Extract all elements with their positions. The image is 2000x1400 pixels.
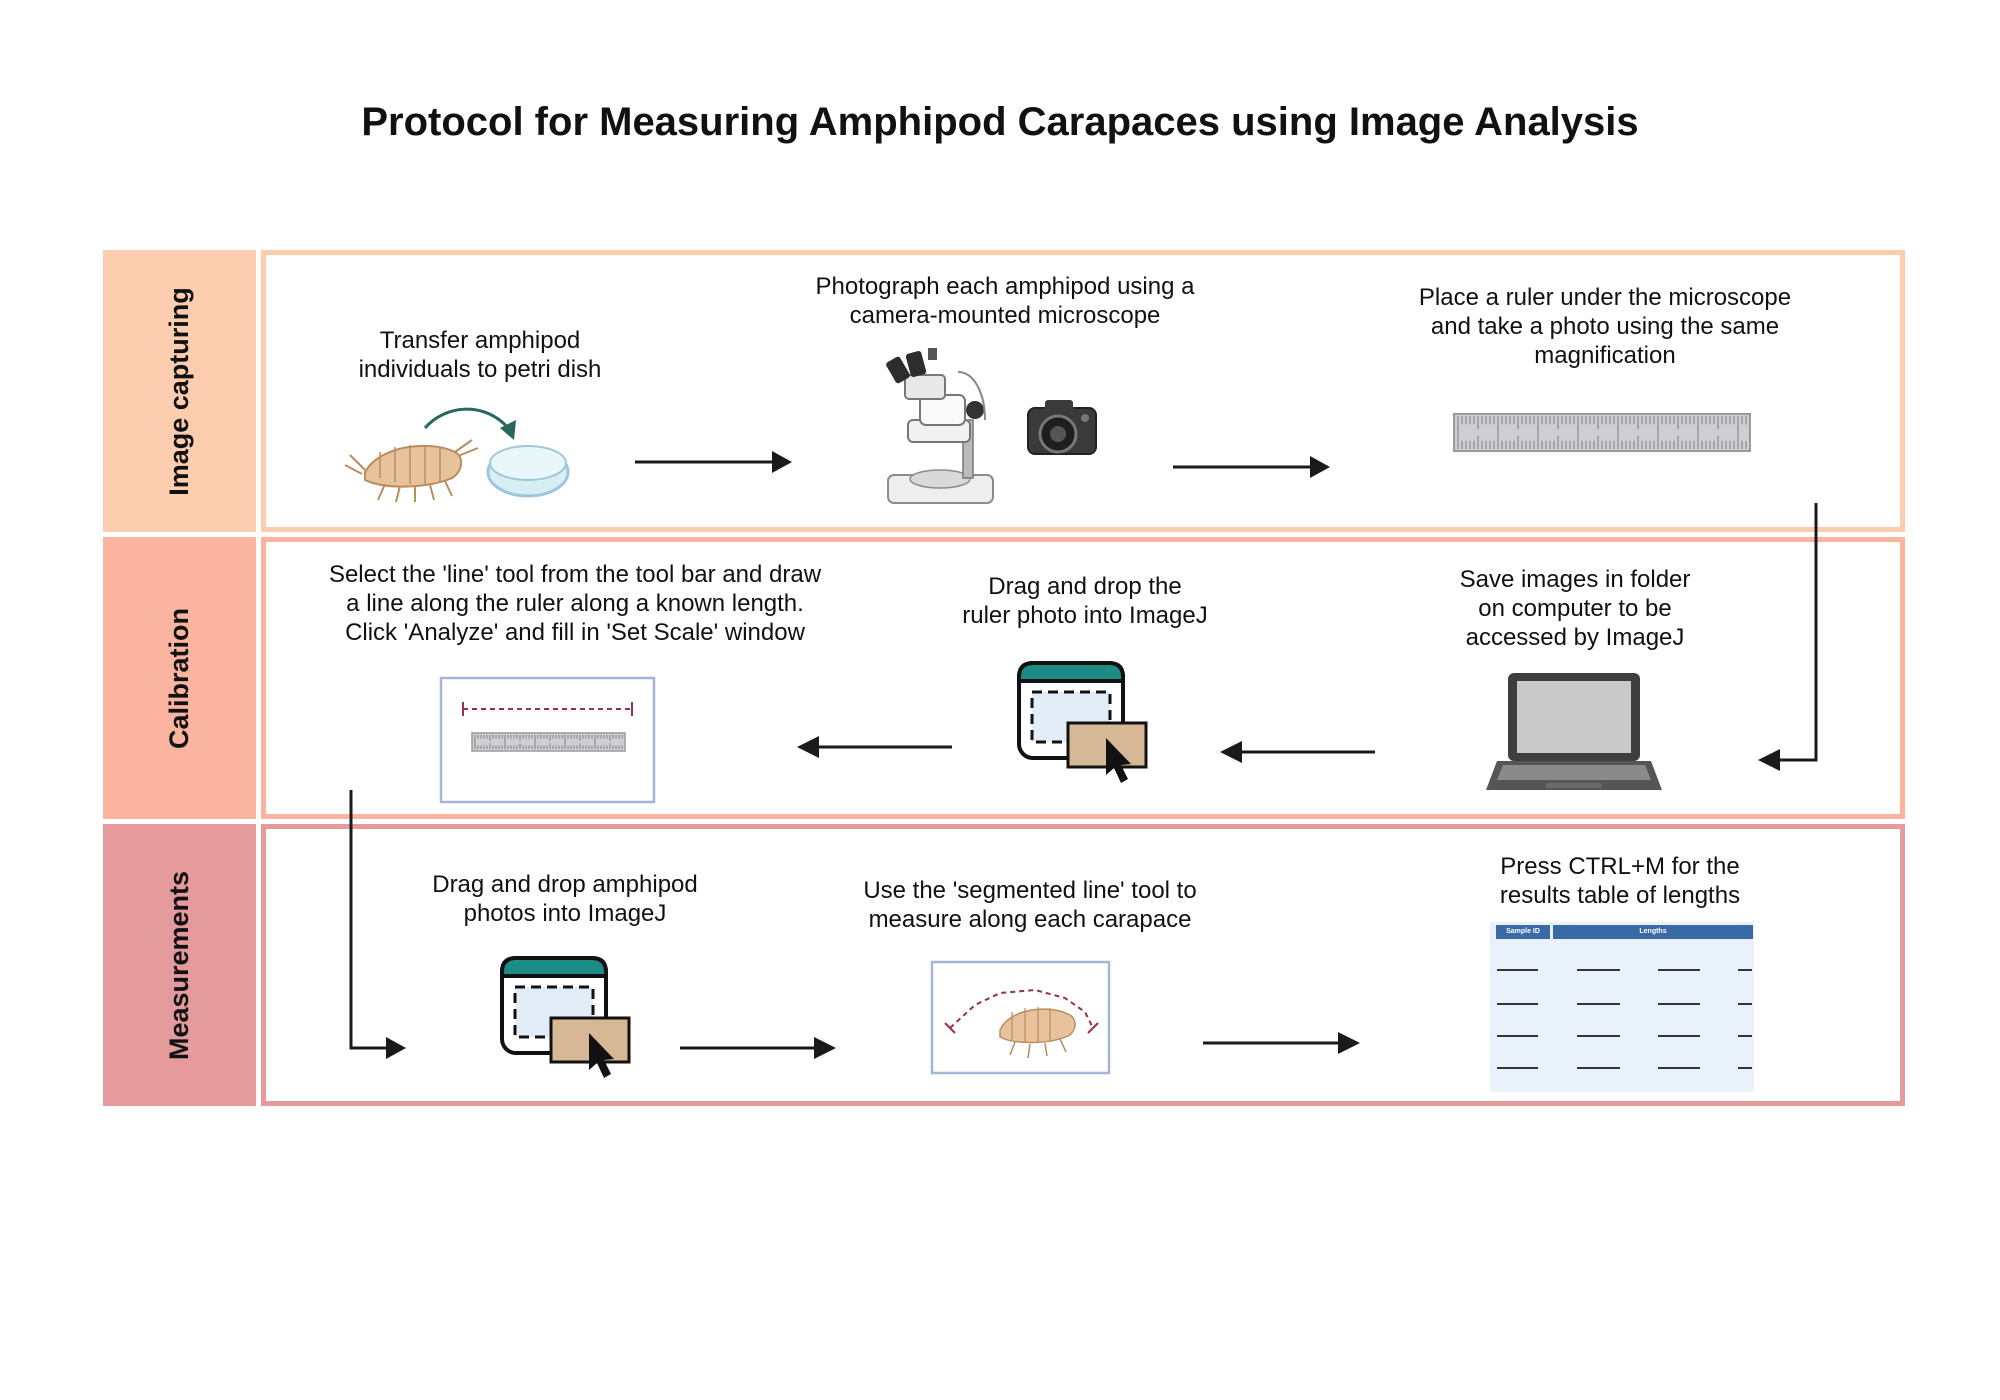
arrow-elbow-down-right [349, 790, 406, 1059]
step-transfer-text: Transfer amphipod individuals to petri d… [358, 327, 602, 383]
arrow-right [1173, 456, 1330, 478]
petri-dish-icon [486, 445, 570, 498]
step-drag-ruler-text: Drag and drop the ruler photo into Image… [962, 573, 1208, 629]
arrow-left [1220, 741, 1375, 763]
lane-label-measurements: Measurements [103, 824, 256, 1106]
step-drag-photos-text: Drag and drop amphipod photos into Image… [432, 871, 698, 927]
amphipod-icon [344, 439, 479, 503]
lane-label-image-capturing: Image capturing [103, 250, 256, 532]
step-ctrl-m-text: Press CTRL+M for the results table of le… [1499, 853, 1741, 909]
table-header-sample-id: Sample ID [1506, 928, 1540, 935]
arrow-right [1203, 1032, 1360, 1054]
arrow-elbow-down-left [1758, 503, 1818, 771]
drag-drop-window-icon [500, 956, 631, 1078]
camera-icon [1027, 400, 1097, 455]
results-table-icon [1490, 922, 1754, 1092]
amphipod-petri-dish-icon [344, 407, 570, 503]
segmented-line-amphipod-icon [930, 960, 1111, 1075]
arrow-right [680, 1037, 836, 1059]
ruler-icon [1453, 413, 1751, 452]
table-header-lengths: Lengths [1639, 928, 1667, 935]
page-title: Protocol for Measuring Amphipod Carapace… [361, 100, 1639, 144]
laptop-icon [1486, 673, 1662, 790]
ruler-scale-line-icon [439, 676, 656, 804]
microscope-camera-icon [886, 348, 1097, 504]
step-segmented-line-text: Use the 'segmented line' tool to measure… [863, 877, 1197, 933]
arrow-left [797, 736, 952, 758]
drag-drop-window-icon [1017, 661, 1148, 783]
microscope-icon [886, 348, 994, 504]
lane-label-calibration: Calibration [103, 537, 256, 819]
step-ruler-photo-text: Place a ruler under the microscope and t… [1418, 284, 1792, 369]
step-photograph-text: Photograph each amphipod using a camera-… [815, 273, 1195, 329]
arrow-right [635, 451, 792, 473]
step-save-images-text: Save images in folder on computer to be … [1459, 566, 1691, 651]
step-set-scale-text: Select the 'line' tool from the tool bar… [328, 561, 822, 646]
